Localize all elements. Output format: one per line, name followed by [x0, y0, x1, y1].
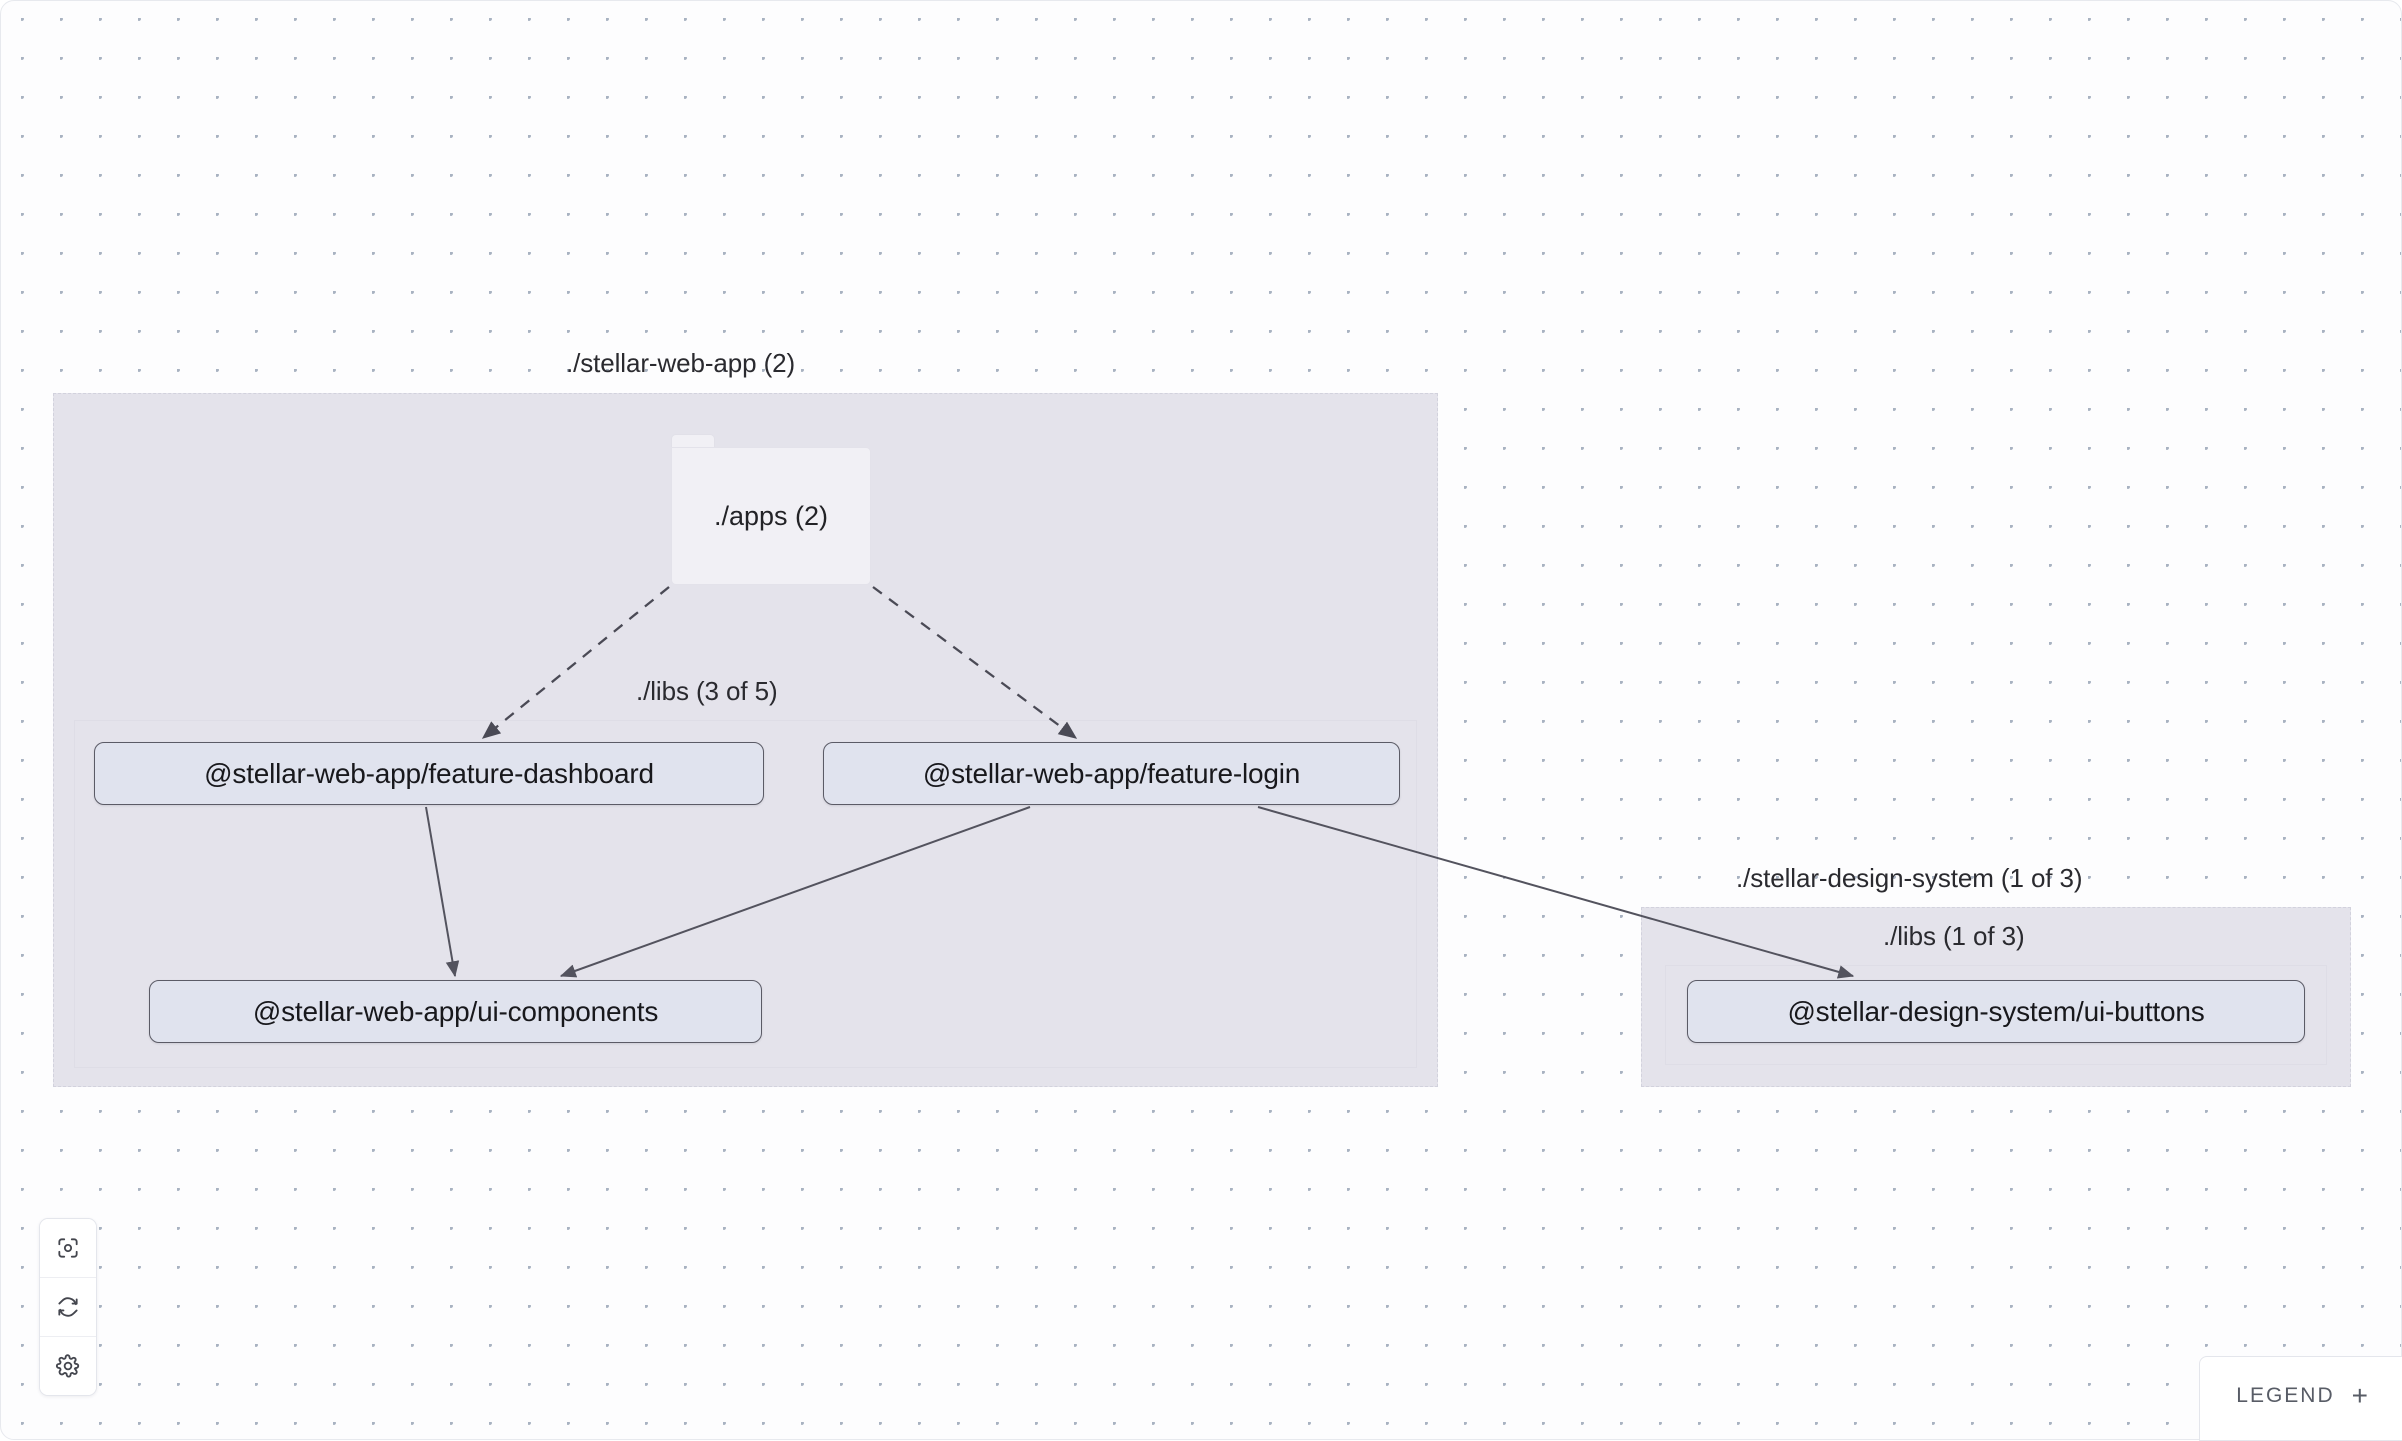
project-node-ui-components[interactable]: @stellar-web-app/ui-components [149, 980, 762, 1043]
legend-label: LEGEND [2236, 1384, 2335, 1407]
gear-icon [55, 1353, 81, 1379]
legend-panel[interactable]: LEGEND + [2199, 1356, 2402, 1441]
group-label-stellar-design-system: ./stellar-design-system (1 of 3) [1736, 863, 2083, 893]
folder-body: ./apps (2) [671, 447, 871, 585]
folder-label-apps: ./apps (2) [713, 500, 829, 531]
group-label-stellar-web-app-libs: ./libs (3 of 5) [636, 676, 778, 706]
group-label-stellar-web-app: ./stellar-web-app (2) [566, 348, 796, 378]
refresh-icon [55, 1294, 81, 1320]
project-node-feature-dashboard[interactable]: @stellar-web-app/feature-dashboard [94, 742, 764, 805]
project-node-feature-login[interactable]: @stellar-web-app/feature-login [823, 742, 1400, 805]
focus-graph-button[interactable] [40, 1219, 96, 1278]
graph-settings-button[interactable] [40, 1337, 96, 1395]
project-node-label: @stellar-web-app/ui-components [252, 995, 659, 1027]
project-node-label: @stellar-web-app/feature-dashboard [204, 757, 654, 789]
project-node-ui-buttons[interactable]: @stellar-design-system/ui-buttons [1687, 980, 2305, 1043]
group-label-stellar-design-system-libs: ./libs (1 of 3) [1883, 921, 2025, 951]
project-node-label: @stellar-design-system/ui-buttons [1787, 995, 2205, 1027]
folder-node-apps[interactable]: ./apps (2) [671, 434, 871, 585]
legend-expand-icon[interactable]: + [2351, 1380, 2368, 1411]
graph-tool-rail[interactable] [39, 1218, 97, 1396]
group-container-stellar-design-system-libs[interactable] [1665, 965, 2327, 1065]
refresh-graph-button[interactable] [40, 1278, 96, 1337]
folder-tab-icon [671, 434, 715, 450]
focus-target-icon [55, 1235, 81, 1261]
project-node-label: @stellar-web-app/feature-login [922, 757, 1301, 789]
